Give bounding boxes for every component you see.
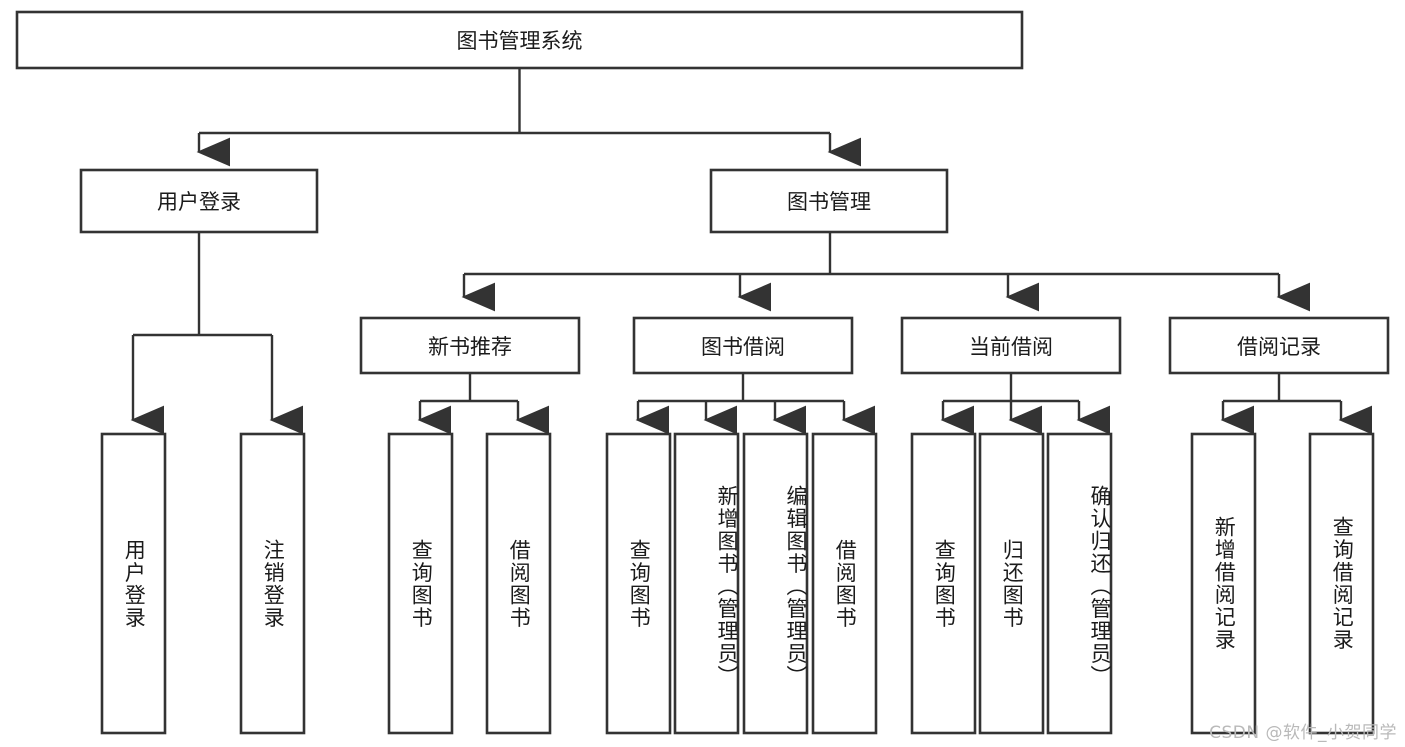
connector-borrow-record-to-leaves (1220, 373, 1373, 435)
connector-current-borrow-to-leaves (940, 373, 1111, 435)
node-book-borrow[interactable] (632, 316, 854, 375)
connector-root-to-level1 (196, 68, 862, 167)
leaf-current-borrow-1[interactable] (978, 432, 1045, 735)
leaf-book-borrow-3[interactable] (811, 432, 878, 735)
leaf-borrow-record-0[interactable] (1190, 432, 1257, 735)
leaf-book-borrow-1[interactable] (673, 432, 740, 735)
leaf-new-book-1[interactable] (485, 432, 552, 735)
connector-user-login-to-leaves (130, 232, 304, 435)
leaf-book-borrow-2[interactable] (742, 432, 809, 735)
node-book-manage[interactable] (709, 168, 949, 234)
leaf-borrow-record-1[interactable] (1308, 432, 1375, 735)
leaf-user-login-0[interactable] (100, 432, 167, 735)
node-current-borrow[interactable] (900, 316, 1122, 375)
node-borrow-record[interactable] (1168, 316, 1390, 375)
node-user-login[interactable] (79, 168, 319, 234)
node-new-book-recommend[interactable] (359, 316, 581, 375)
leaf-new-book-0[interactable] (387, 432, 454, 735)
node-root[interactable] (15, 10, 1024, 70)
leaf-user-login-1[interactable] (239, 432, 306, 735)
leaf-current-borrow-2[interactable] (1046, 432, 1113, 735)
leaf-current-borrow-0[interactable] (910, 432, 977, 735)
connector-new-book-to-leaves (417, 373, 550, 435)
leaf-book-borrow-0[interactable] (605, 432, 672, 735)
connector-book-manage-to-level2 (461, 232, 1311, 312)
connector-book-borrow-to-leaves (635, 373, 876, 435)
